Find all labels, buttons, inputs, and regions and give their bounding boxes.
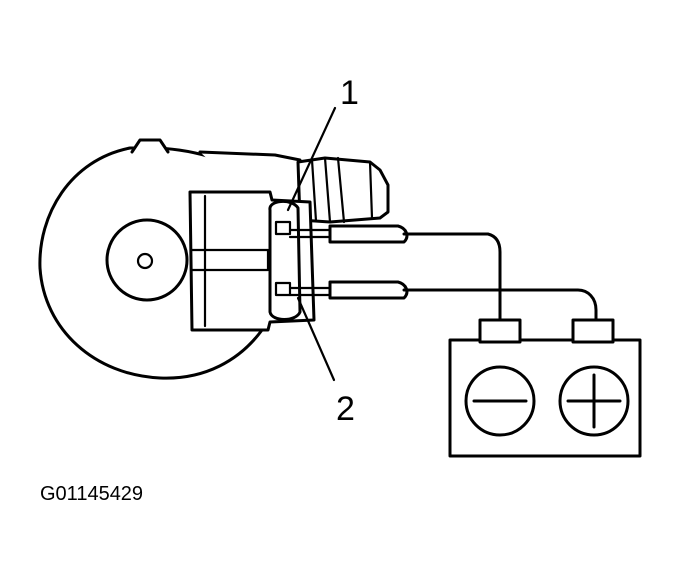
nozzle-ring-1: [323, 156, 332, 224]
battery: [448, 318, 642, 458]
battery-positive-post: [571, 318, 615, 344]
connector: [188, 190, 316, 332]
nozzle-ring-3: [368, 160, 374, 220]
figure-id: G01145429: [40, 483, 143, 505]
terminal-1: [274, 220, 292, 236]
lead-1-wire: [402, 232, 502, 322]
callout-2-leader: [296, 296, 336, 382]
callout-1-label: 1: [340, 74, 359, 112]
battery-negative-post: [478, 318, 522, 344]
terminal-block: [268, 200, 302, 321]
lead-2-wire: [402, 288, 598, 322]
housing-inner-boss: [105, 218, 189, 302]
test-leads: [288, 224, 598, 322]
positive-terminal-icon: [558, 365, 630, 437]
negative-terminal-icon: [464, 365, 536, 437]
callout-2-label: 2: [336, 390, 355, 428]
battery-case: [448, 338, 642, 458]
nozzle-ring-4: [310, 158, 318, 223]
callout-1-leader: [286, 106, 337, 212]
plus-icon: [566, 373, 622, 429]
connector-latch: [190, 248, 270, 272]
terminal-2: [274, 281, 292, 297]
lead-2-probe: [328, 280, 409, 300]
housing-top-tab: [130, 138, 170, 154]
nozzle-ring-2: [336, 156, 346, 224]
housing-shaft-hole: [136, 252, 154, 270]
lead-1-probe: [328, 224, 409, 244]
